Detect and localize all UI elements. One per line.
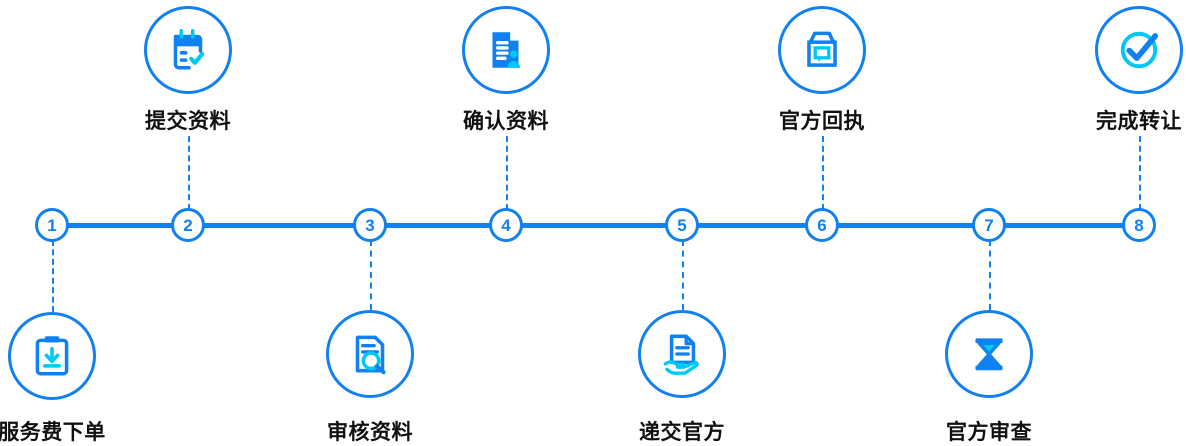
connector-stem-5 bbox=[682, 240, 684, 310]
connector-stem-3 bbox=[370, 240, 372, 310]
icon-bubble-8[interactable] bbox=[1095, 6, 1183, 94]
step-caption-8: 完成转让 bbox=[1096, 110, 1182, 133]
connector-stem-6 bbox=[822, 136, 824, 210]
timeline-node-7[interactable]: 7 bbox=[972, 208, 1006, 242]
check-circle-icon bbox=[1113, 24, 1165, 76]
hourglass-icon bbox=[964, 329, 1014, 379]
step-caption-6: 官方回执 bbox=[779, 110, 865, 133]
connector-stem-4 bbox=[506, 136, 508, 210]
connector-stem-7 bbox=[989, 240, 991, 310]
icon-bubble-6[interactable] bbox=[778, 6, 866, 94]
icon-bubble-5[interactable] bbox=[638, 310, 726, 398]
step-caption-4: 确认资料 bbox=[463, 110, 549, 133]
step-caption-7: 官方审查 bbox=[946, 421, 1032, 444]
timeline-node-2[interactable]: 2 bbox=[171, 208, 205, 242]
step-caption-1: 服务费下单 bbox=[0, 421, 106, 444]
connector-stem-2 bbox=[188, 136, 190, 210]
inbox-icon bbox=[797, 25, 847, 75]
document-person-icon bbox=[481, 25, 531, 75]
node-number-8: 8 bbox=[1134, 215, 1144, 235]
node-number-5: 5 bbox=[677, 215, 687, 235]
timeline-node-4[interactable]: 4 bbox=[489, 208, 523, 242]
icon-bubble-3[interactable] bbox=[326, 310, 414, 398]
timeline-node-6[interactable]: 6 bbox=[805, 208, 839, 242]
icon-bubble-4[interactable] bbox=[462, 6, 550, 94]
clipboard-check-icon bbox=[163, 25, 213, 75]
step-caption-3: 审核资料 bbox=[327, 421, 413, 444]
node-number-3: 3 bbox=[365, 215, 375, 235]
hand-document-icon bbox=[657, 329, 707, 379]
clipboard-download-icon bbox=[27, 331, 77, 381]
timeline-node-8[interactable]: 8 bbox=[1122, 208, 1156, 242]
document-search-icon bbox=[345, 329, 395, 379]
node-number-1: 1 bbox=[47, 215, 57, 235]
timeline-node-3[interactable]: 3 bbox=[353, 208, 387, 242]
icon-bubble-1[interactable] bbox=[8, 312, 96, 400]
step-caption-5: 递交官方 bbox=[639, 421, 725, 444]
step-caption-2: 提交资料 bbox=[145, 110, 231, 133]
node-number-2: 2 bbox=[183, 215, 193, 235]
node-number-7: 7 bbox=[984, 215, 994, 235]
timeline-node-1[interactable]: 1 bbox=[35, 208, 69, 242]
timeline-node-5[interactable]: 5 bbox=[665, 208, 699, 242]
node-number-6: 6 bbox=[817, 215, 827, 235]
timeline-spine bbox=[52, 223, 1139, 228]
icon-bubble-2[interactable] bbox=[144, 6, 232, 94]
icon-bubble-7[interactable] bbox=[945, 310, 1033, 398]
connector-stem-8 bbox=[1139, 136, 1141, 210]
connector-stem-1 bbox=[52, 240, 54, 312]
node-number-4: 4 bbox=[501, 215, 511, 235]
